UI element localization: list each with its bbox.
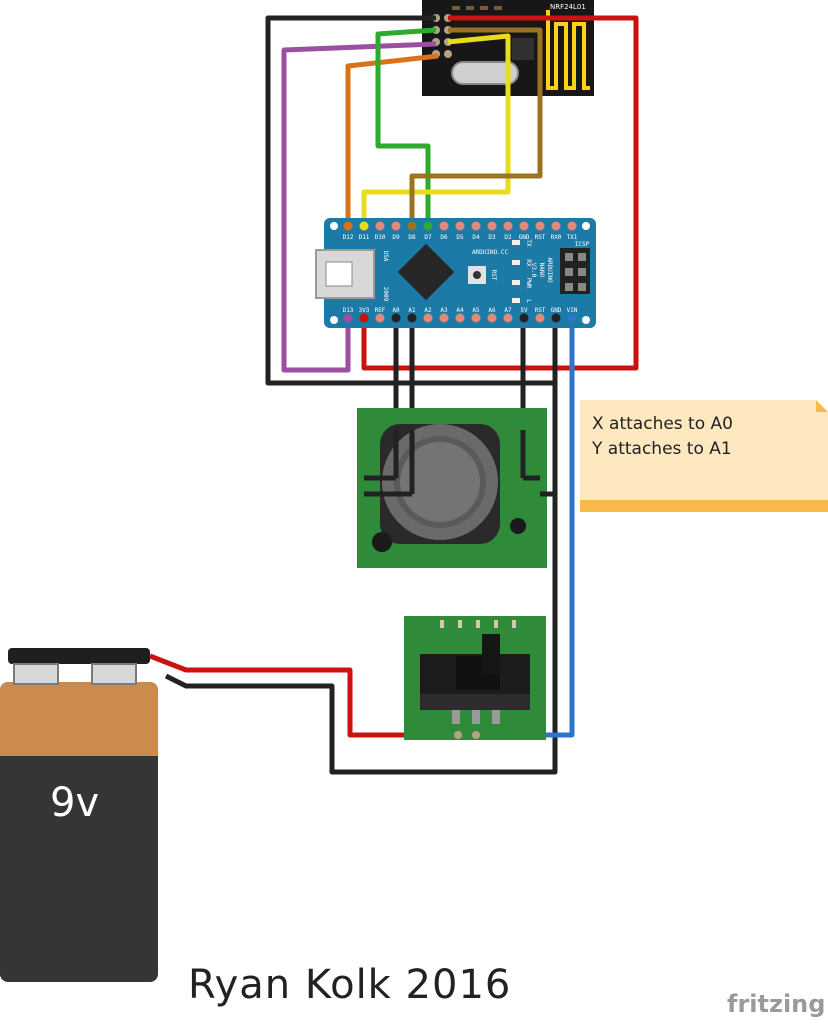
pin-label-bottom-a1: A1 bbox=[408, 307, 416, 314]
wire-gnd-battery bbox=[164, 494, 558, 775]
pin-label-bottom-vin: VIN bbox=[567, 307, 578, 314]
pin-label-d7: D7 bbox=[424, 234, 432, 241]
pin-top-d7 bbox=[423, 221, 433, 231]
wire-red-vcc bbox=[361, 15, 639, 371]
pin-top-d3 bbox=[487, 221, 497, 231]
board-text-version: V3.0 bbox=[530, 263, 537, 278]
pin-label-bottom-a5: A5 bbox=[472, 307, 480, 314]
pin-label-d9: D9 bbox=[392, 234, 400, 241]
pin-top-d9 bbox=[391, 221, 401, 231]
led-label-tx: TX bbox=[525, 239, 532, 247]
pin-label-d5: D5 bbox=[456, 234, 464, 241]
wire-yellow bbox=[361, 33, 511, 226]
wires bbox=[149, 15, 639, 775]
pin-bottom-a1 bbox=[407, 313, 417, 323]
pin-label-gnd: GND bbox=[519, 234, 530, 241]
pin-label-d12: D12 bbox=[343, 234, 354, 241]
pin-label-bottom-rst: RST bbox=[535, 307, 546, 314]
pin-bottom-a6 bbox=[487, 313, 497, 323]
pin-top-d12 bbox=[343, 221, 353, 231]
pin-label-bottom-a0: A0 bbox=[392, 307, 400, 314]
pin-label-bottom-d13: D13 bbox=[343, 307, 354, 314]
fritzing-logo: fritzing bbox=[727, 990, 826, 1018]
pin-label-d8: D8 bbox=[408, 234, 416, 241]
pin-top-d11 bbox=[359, 221, 369, 231]
note-line-x: X attaches to A0 bbox=[592, 414, 733, 434]
pin-label-bottom-a4: A4 bbox=[456, 307, 464, 314]
pin-bottom-d13 bbox=[343, 313, 353, 323]
pin-label-bottom-gnd: GND bbox=[551, 307, 562, 314]
pin-label-tx1: TX1 bbox=[567, 234, 578, 241]
pin-top-d4 bbox=[471, 221, 481, 231]
pin-bottom-5v bbox=[519, 313, 529, 323]
wire-purple bbox=[281, 41, 437, 373]
pin-bottom-a2 bbox=[423, 313, 433, 323]
note-text: X attaches to A0 Y attaches to A1 bbox=[592, 412, 733, 462]
slide-switch bbox=[404, 616, 546, 740]
pin-top-gnd bbox=[519, 221, 529, 231]
pin-label-d10: D10 bbox=[375, 234, 386, 241]
pin-top-d2 bbox=[503, 221, 513, 231]
pin-top-d6 bbox=[439, 221, 449, 231]
reset-label: RST bbox=[490, 270, 497, 281]
wire-brown bbox=[409, 27, 543, 226]
note-line-y: Y attaches to A1 bbox=[592, 439, 732, 459]
pin-label-bottom-ref: REF bbox=[375, 307, 386, 314]
pin-bottom-a0 bbox=[391, 313, 401, 323]
pin-label-d2: D2 bbox=[504, 234, 512, 241]
pin-label-bottom-3v3: 3V3 bbox=[359, 307, 370, 314]
pin-bottom-a4 bbox=[455, 313, 465, 323]
pin-top-d10 bbox=[375, 221, 385, 231]
pin-top-tx1 bbox=[567, 221, 577, 231]
icsp-label: ICSP bbox=[575, 241, 590, 248]
pin-label-bottom-a2: A2 bbox=[424, 307, 432, 314]
pin-top-rst bbox=[535, 221, 545, 231]
pin-label-bottom-5v: 5V bbox=[520, 307, 528, 314]
pin-label-bottom-a3: A3 bbox=[440, 307, 448, 314]
wire-orange bbox=[345, 53, 439, 226]
module-label: NRF24L01 bbox=[550, 3, 586, 11]
pin-label-d3: D3 bbox=[488, 234, 496, 241]
board-text-site: ARDUINO.CC bbox=[472, 249, 509, 256]
pin-label-rst: RST bbox=[535, 234, 546, 241]
board-text-nano: NANO bbox=[538, 263, 545, 278]
year-text: 2009 bbox=[382, 287, 389, 302]
pin-top-d5 bbox=[455, 221, 465, 231]
pin-top-rx0 bbox=[551, 221, 561, 231]
led-label-pwr: PWR bbox=[525, 278, 532, 289]
pin-label-rx0: RX0 bbox=[551, 234, 562, 241]
pin-bottom-ref bbox=[375, 313, 385, 323]
pin-label-bottom-a7: A7 bbox=[504, 307, 512, 314]
pin-bottom-a5 bbox=[471, 313, 481, 323]
author-credit: Ryan Kolk 2016 bbox=[188, 962, 512, 1008]
board-text-arduino: ARDUINO bbox=[546, 257, 553, 283]
usb-text: USA bbox=[382, 251, 389, 262]
battery-label: 9v bbox=[50, 780, 99, 826]
battery-9v: 9v bbox=[0, 648, 158, 982]
pin-top-d8 bbox=[407, 221, 417, 231]
led-label-rx: RX bbox=[525, 259, 532, 267]
pin-bottom-gnd bbox=[551, 313, 561, 323]
pin-bottom-a3 bbox=[439, 313, 449, 323]
pin-label-d11: D11 bbox=[359, 234, 370, 241]
wire-battery-red bbox=[149, 653, 458, 738]
pin-bottom-a7 bbox=[503, 313, 513, 323]
wire-green bbox=[375, 27, 437, 226]
joystick-module bbox=[357, 408, 547, 568]
pin-label-d6: D6 bbox=[440, 234, 448, 241]
pin-bottom-3v3 bbox=[359, 313, 369, 323]
pin-label-d4: D4 bbox=[472, 234, 480, 241]
pin-bottom-vin bbox=[567, 313, 577, 323]
led-label-l: L bbox=[525, 299, 532, 303]
joystick-pins bbox=[364, 430, 558, 497]
note bbox=[580, 400, 828, 512]
pin-label-bottom-a6: A6 bbox=[488, 307, 496, 314]
pin-bottom-rst bbox=[535, 313, 545, 323]
